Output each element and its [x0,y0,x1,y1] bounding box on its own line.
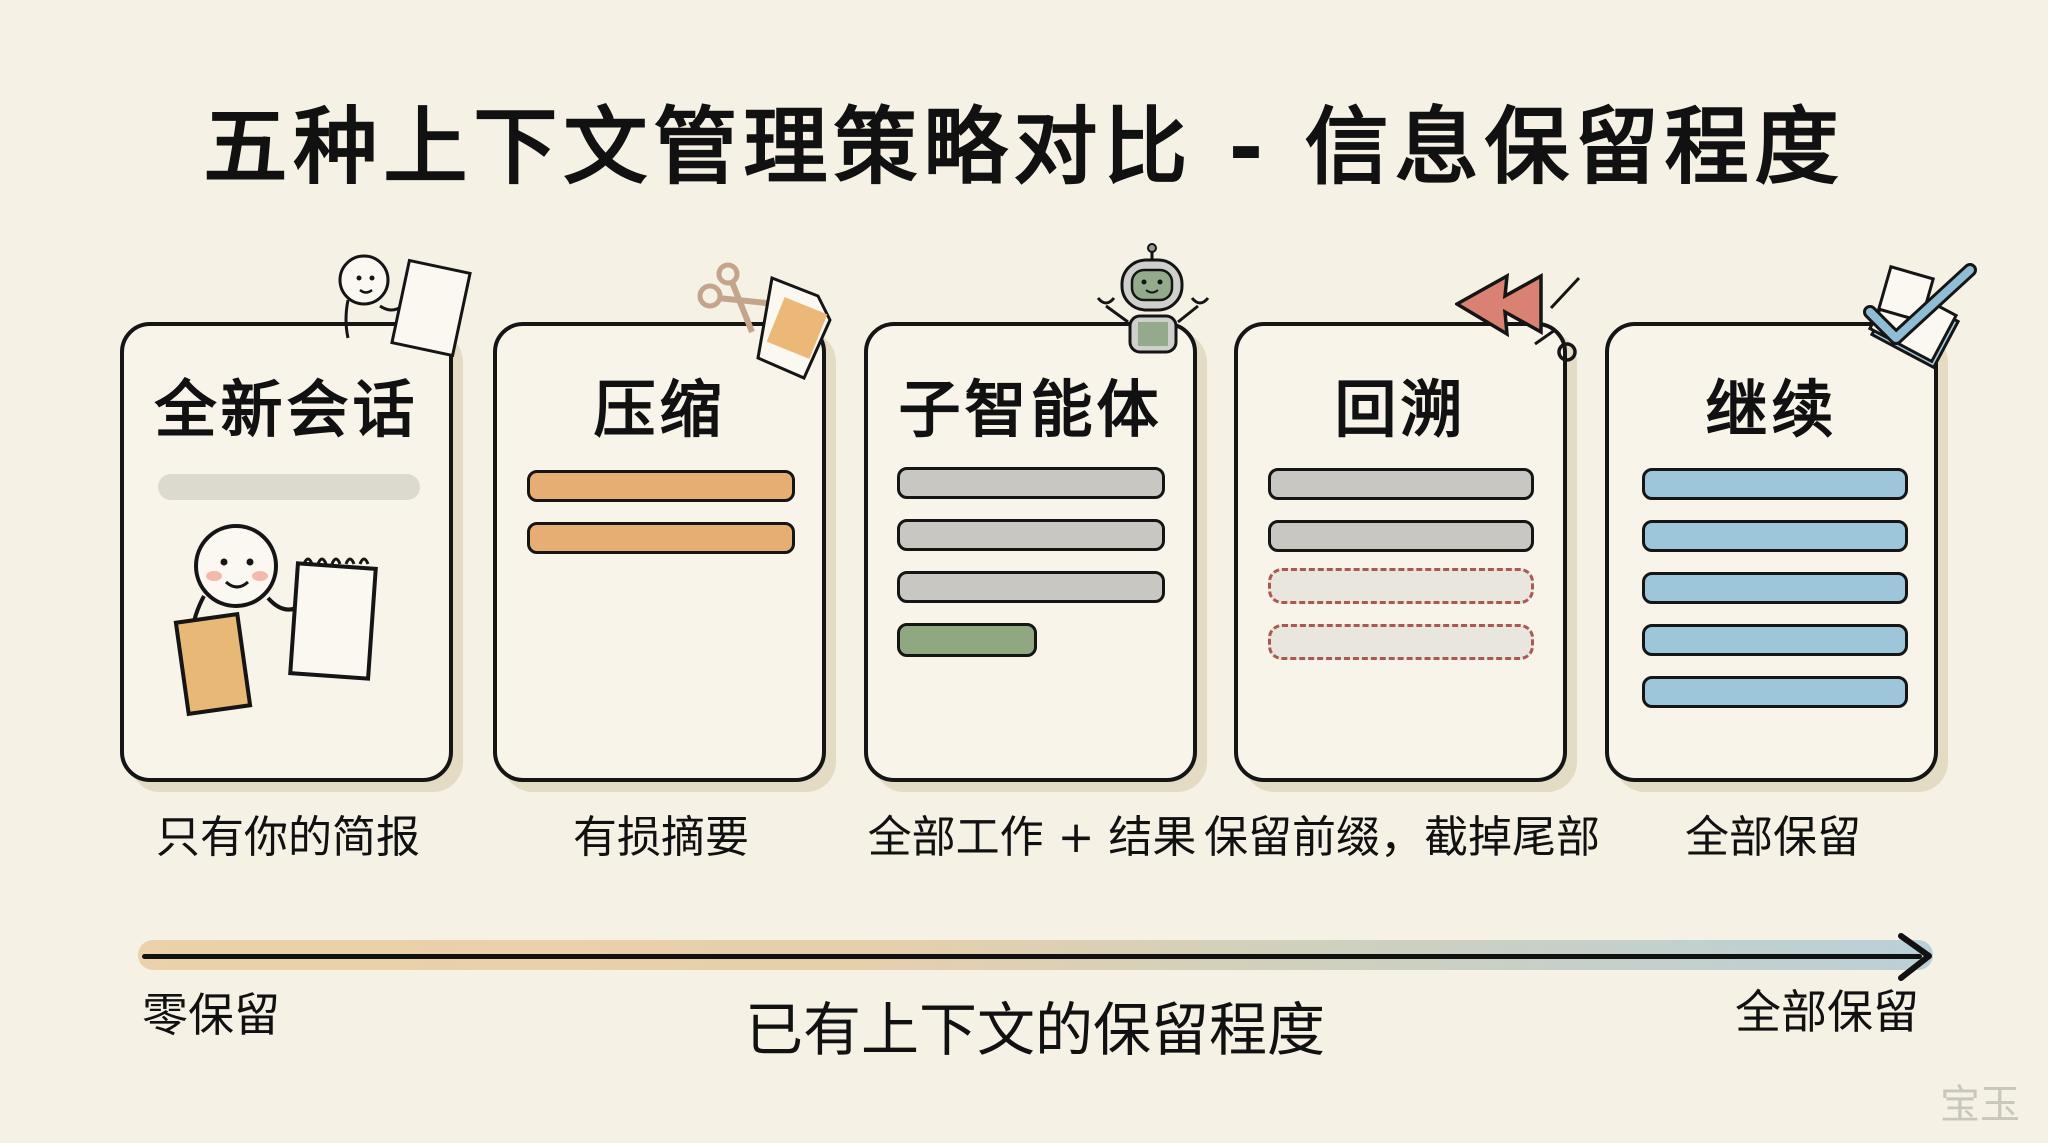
card-caption: 全部保留 [1685,812,1861,863]
page-title: 五种上下文管理策略对比 - 信息保留程度 [203,98,1845,196]
rewind-scissors-icon [1455,272,1581,362]
context-bar [1642,572,1908,604]
axis-label-min: 零保留 [142,988,280,1042]
person-with-notepad-icon [338,254,472,358]
axis-title: 已有上下文的保留程度 [744,996,1325,1064]
axis-label-max: 全部保留 [1735,985,1919,1039]
card-subagent: 子智能体 [864,322,1197,782]
card-title: 继续 [1705,373,1838,446]
context-bar [897,519,1165,551]
card-compression: 压缩 [493,322,826,782]
context-bar [1642,676,1908,708]
card-caption: 只有你的简报 [156,812,420,863]
result-bar [897,623,1037,657]
card-title: 回溯 [1334,373,1467,446]
watermark: 宝玉 [1940,1082,2020,1128]
card-caption: 有损摘要 [573,812,749,863]
card-caption: 全部工作 + 结果 [867,812,1197,863]
context-bar [1268,468,1534,500]
context-bar [1642,520,1908,552]
checkmark-papers-icon [1863,263,1977,370]
context-bar [527,522,795,554]
card-title: 压缩 [593,373,726,446]
person-with-notepad-icon [173,524,378,717]
truncated-bar [1268,624,1534,660]
card-fresh-session: 全新会话 [120,322,453,782]
context-bar [527,470,795,502]
card-rewind: 回溯 [1234,322,1567,782]
context-bar [1642,468,1908,500]
context-bar [897,467,1165,499]
context-bar [897,571,1165,603]
truncated-bar [1268,568,1534,604]
card-title: 子智能体 [898,373,1163,446]
context-bar [1642,624,1908,656]
robot-icon [1096,243,1210,354]
context-bar [1268,520,1534,552]
card-title: 全新会话 [154,373,419,446]
card-continue: 继续 [1605,322,1938,782]
scissors-and-document-icon [697,262,832,380]
context-bar [158,474,420,500]
arrow-head-icon [1898,933,1932,981]
retention-axis [142,954,1922,959]
card-caption: 保留前缀，截掉尾部 [1204,812,1600,863]
